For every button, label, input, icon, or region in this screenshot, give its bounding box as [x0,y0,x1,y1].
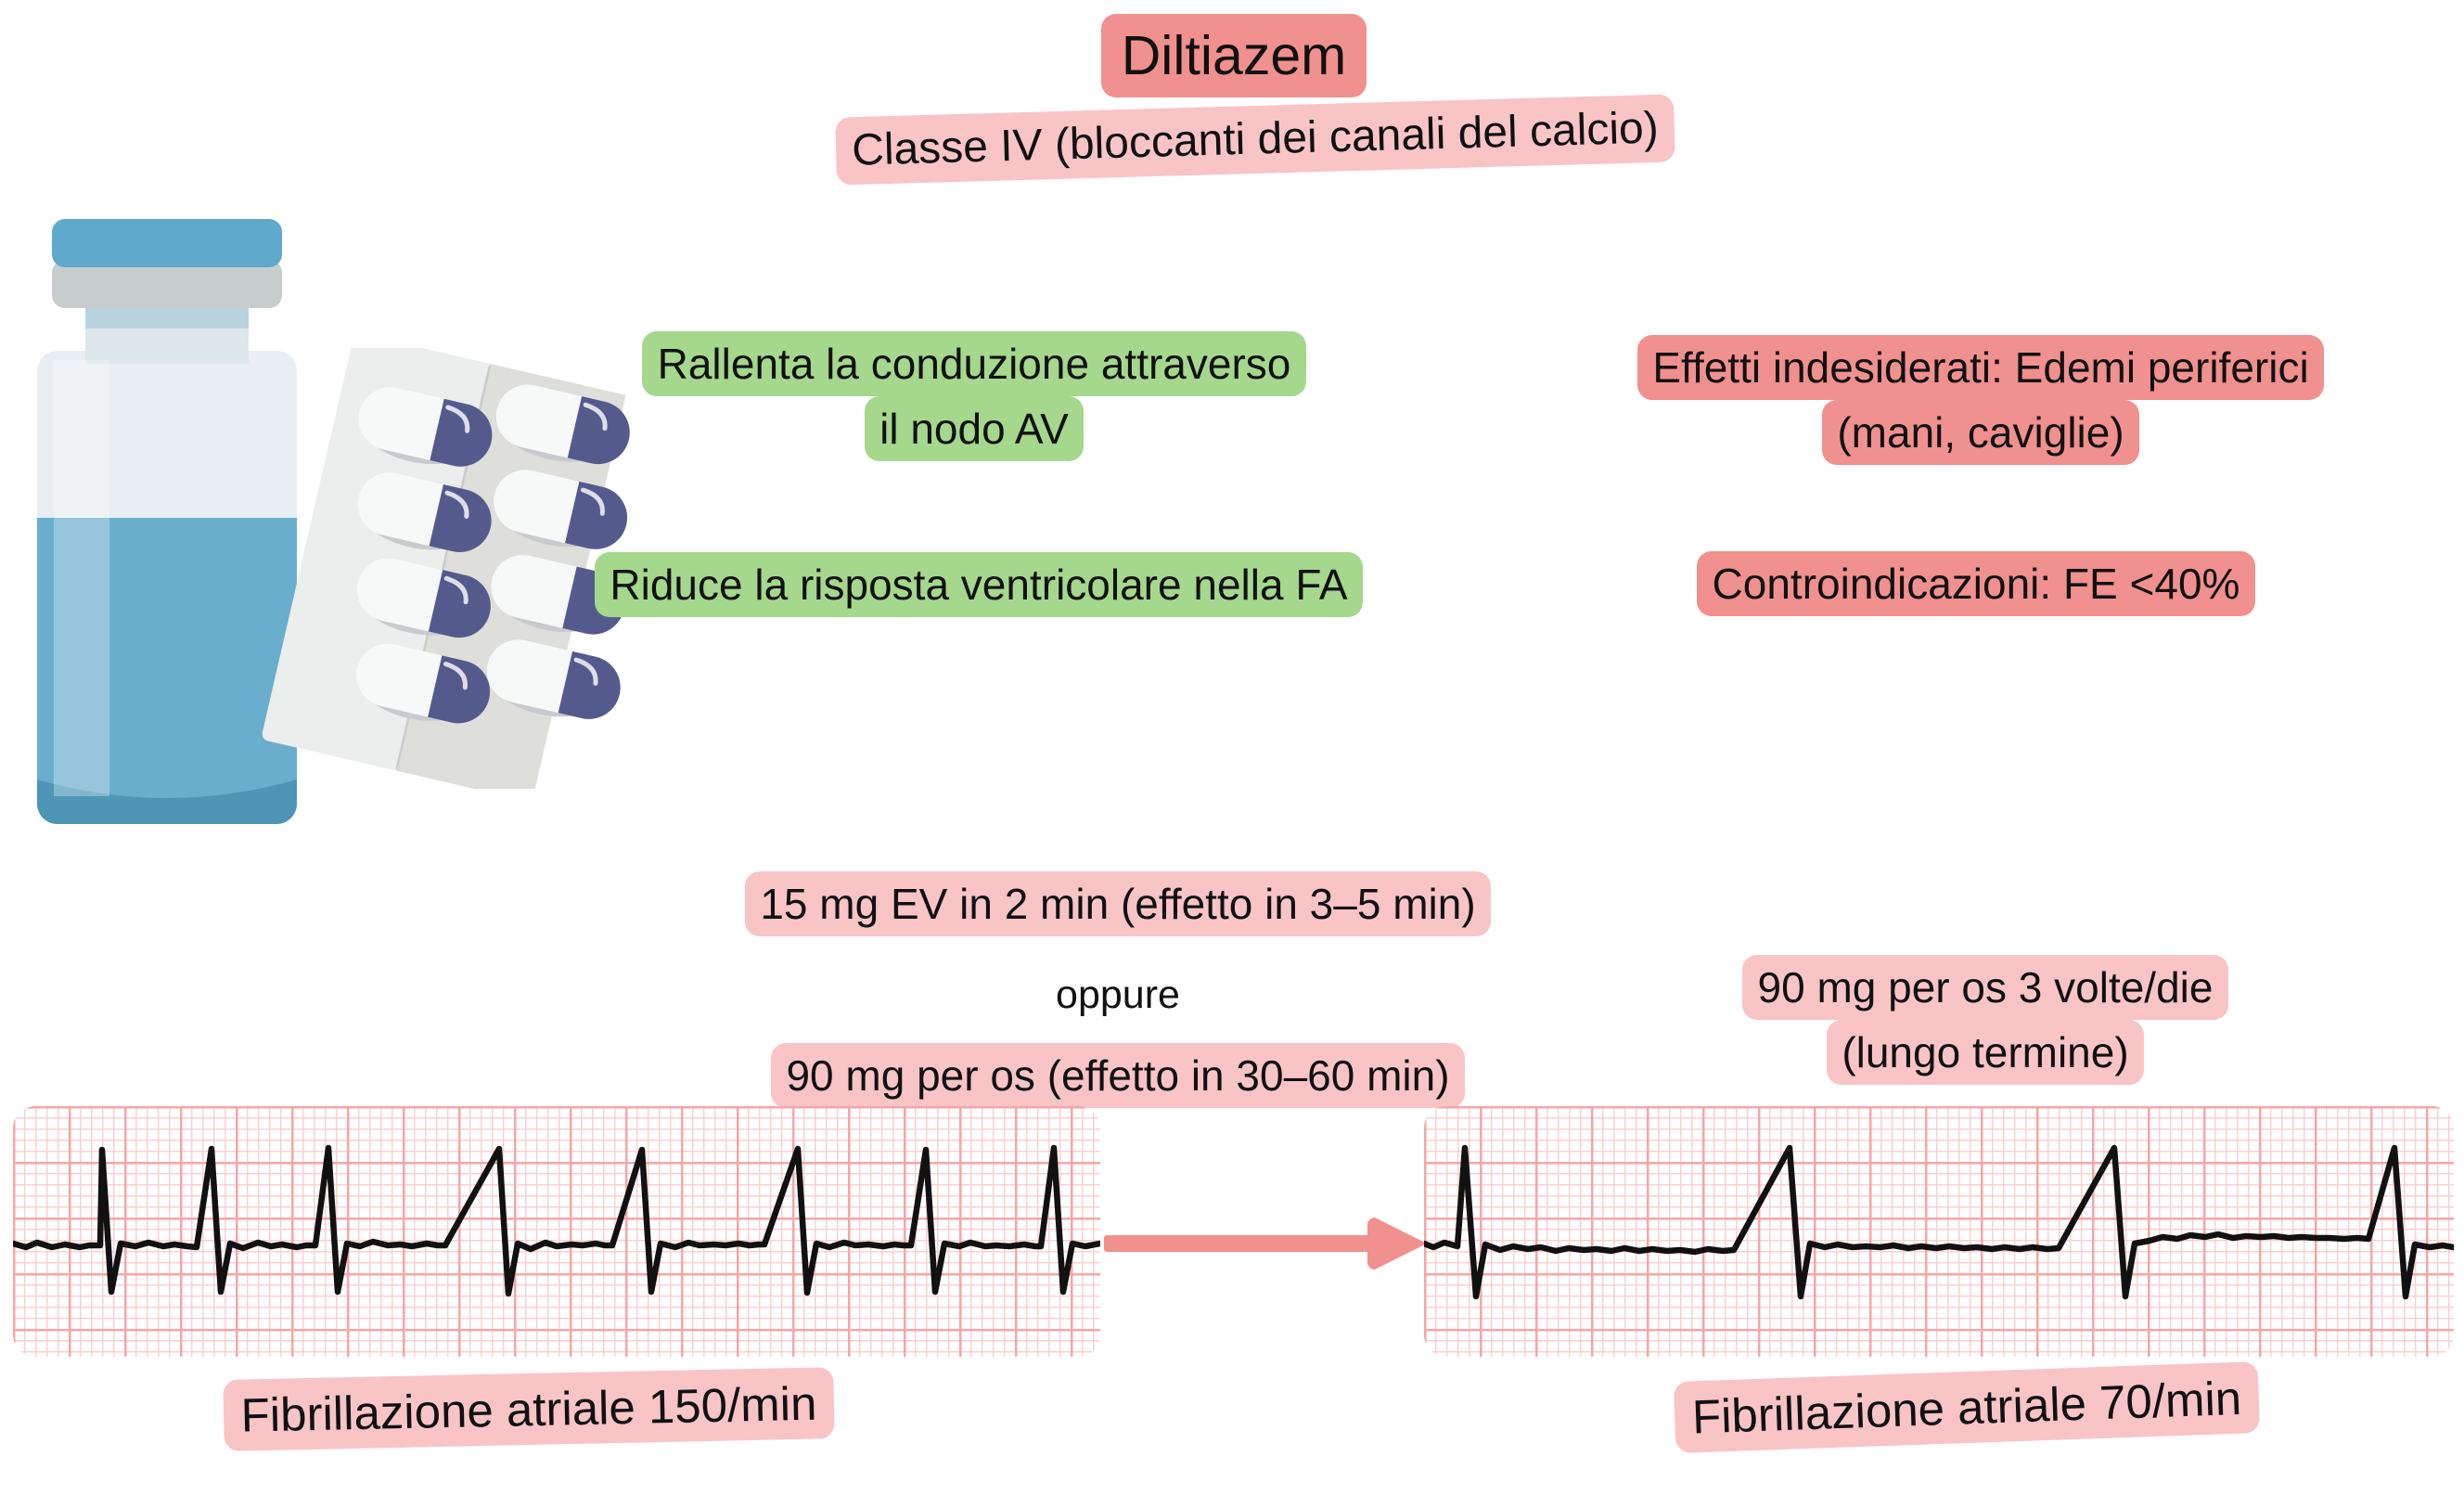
ecg-trace-after [1424,1144,2454,1300]
dose-connector: oppure [1056,973,1180,1017]
medication-vial-icon [28,212,306,833]
ecg-trace-before [13,1144,1100,1297]
dose-intravenous: 15 mg EV in 2 min (effetto in 3–5 min) [649,870,1586,937]
drug-class-subtitle: Classe IV (bloccanti dei canali del calc… [786,94,1725,187]
pill-blister-pack-icon [260,333,649,803]
adverse-effects: Effetti indesiderati: Edemi periferici(m… [1512,334,2449,466]
dose-long-term: 90 mg per os 3 volte/die(lungo termine) [1651,954,2319,1086]
ecg-strip-after [1424,1106,2454,1357]
contraindications: Controindicazioni: FE <40% [1605,550,2347,617]
right-arrow-icon [1104,1206,1429,1281]
page-title: Diltiazem [1076,14,1392,98]
ecg-label-before: Fibrillazione atriale 150/min [120,1365,937,1454]
dose-oral: 90 mg per os (effetto in 30–60 min) [640,1042,1596,1109]
ecg-label-after: Fibrillazione atriale 70/min [1567,1358,2367,1457]
mechanism-ventricular-rate: Riduce la risposta ventricolare nella FA [482,551,1475,618]
ecg-strip-before [13,1106,1100,1357]
ecg-grid-after [1424,1106,2454,1357]
ecg-grid-before [13,1106,1100,1357]
